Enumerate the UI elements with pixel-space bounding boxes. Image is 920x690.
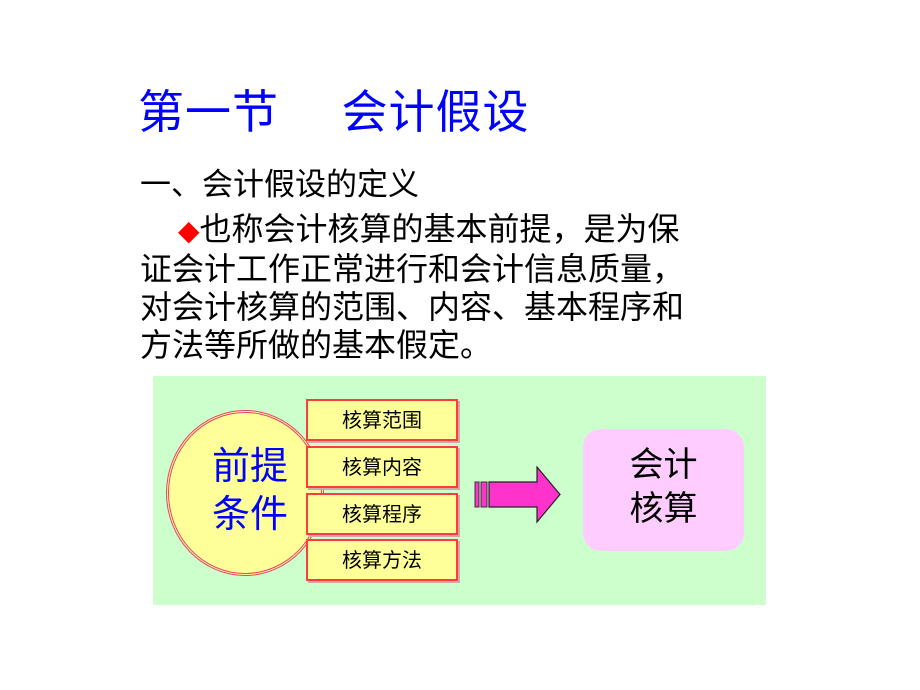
paragraph-line-2: 证会计工作正常进行和会计信息质量， (140, 250, 685, 288)
definition-paragraph: ◆也称会计核算的基本前提，是为保 证会计工作正常进行和会计信息质量， 对会计核算… (140, 210, 760, 364)
paragraph-line-4: 方法等所做的基本假定。 (140, 326, 493, 364)
accounting-result-box: 会计 核算 (583, 429, 744, 551)
red-diamond-bullet-icon: ◆ (178, 214, 200, 247)
result-line-2: 核算 (629, 489, 698, 529)
result-line-1: 会计 (629, 445, 698, 485)
premise-circle (166, 410, 324, 576)
section-subheading: 一、会计假设的定义 (140, 167, 419, 203)
circle-line-2: 条件 (211, 492, 288, 536)
item-scope: 核算范围 (306, 399, 458, 441)
paragraph-line-3: 对会计核算的范围、内容、基本程序和 (140, 288, 685, 326)
item-procedure: 核算程序 (306, 493, 458, 535)
circle-line-1: 前提 (211, 444, 288, 488)
paragraph-line-1: 也称会计核算的基本前提，是为保 (199, 210, 680, 248)
striped-right-arrow-icon (474, 466, 561, 524)
slide-title: 第一节 会计假设 (138, 85, 530, 139)
item-method: 核算方法 (306, 539, 458, 581)
item-content: 核算内容 (306, 446, 458, 488)
premise-circle-label: 前提 条件 (200, 442, 300, 538)
